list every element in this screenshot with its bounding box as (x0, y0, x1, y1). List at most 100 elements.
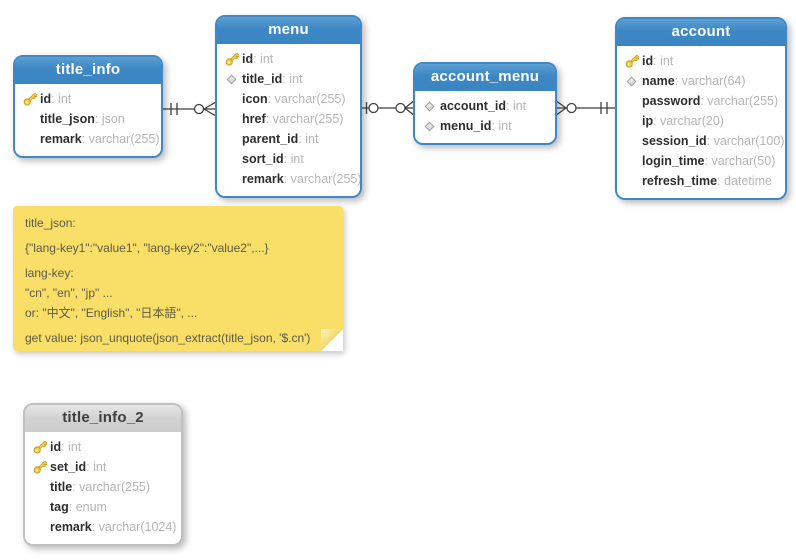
note-line: lang-key: (25, 266, 74, 280)
field-type: : int (653, 54, 674, 68)
field-type: : varchar(1024) (91, 520, 177, 534)
field-type: : varchar(255) (81, 132, 160, 146)
field-row-href[interactable]: href: varchar(255) (224, 109, 352, 129)
table-account_menu-header[interactable]: account_menu (415, 64, 555, 91)
field-name: remark (242, 172, 284, 186)
field-row-name[interactable]: name: varchar(64) (624, 71, 777, 91)
field-row-parent_id[interactable]: parent_id: int (224, 129, 352, 149)
field-row-set_id[interactable]: set_id: int (32, 457, 173, 477)
field-icon-spacer (224, 152, 239, 166)
field-name: ip (642, 114, 654, 128)
field-type: : varchar(255) (265, 112, 344, 126)
field-name: password (642, 94, 701, 108)
field-row-ip[interactable]: ip: varchar(20) (624, 111, 777, 131)
field-type: : int (86, 460, 107, 474)
field-name: icon (242, 92, 268, 106)
field-row-remark[interactable]: remark: varchar(1024) (32, 517, 176, 537)
field-name: session_id (642, 134, 707, 148)
field-type: : int (506, 99, 527, 113)
field-icon-spacer (624, 174, 639, 188)
primary-key-icon (32, 440, 47, 454)
field-name: remark (50, 520, 92, 534)
field-row-account_id[interactable]: account_id: int (422, 96, 547, 116)
field-row-title[interactable]: title: varchar(255) (32, 477, 173, 497)
field-row-tag[interactable]: tag: enum (32, 497, 173, 517)
field-type: : int (282, 72, 303, 86)
field-type: : int (298, 132, 319, 146)
field-row-remark[interactable]: remark: varchar(255) (224, 169, 360, 189)
field-icon-spacer (224, 112, 239, 126)
field-row-icon[interactable]: icon: varchar(255) (224, 89, 352, 109)
primary-key-icon (624, 54, 639, 68)
field-type: : json (94, 112, 125, 126)
primary-key-icon (32, 460, 47, 474)
relationship-menu-account_menu[interactable] (362, 96, 413, 120)
field-row-sort_id[interactable]: sort_id: int (224, 149, 352, 169)
field-type: : varchar(50) (704, 154, 776, 168)
field-name: set_id (50, 460, 87, 474)
field-type: : varchar(255) (283, 172, 362, 186)
field-row-refresh_time[interactable]: refresh_time: datetime (624, 171, 777, 191)
field-row-remark[interactable]: remark: varchar(255) (22, 129, 160, 149)
table-account-header[interactable]: account (617, 19, 785, 46)
note-line: get value: json_unquote(json_extract(tit… (25, 331, 311, 345)
field-type: : int (283, 152, 304, 166)
field-type: : int (491, 119, 512, 133)
field-row-password[interactable]: password: varchar(255) (624, 91, 778, 111)
field-icon-spacer (224, 92, 239, 106)
field-row-title_id[interactable]: title_id: int (224, 69, 352, 89)
table-menu-header[interactable]: menu (217, 17, 360, 44)
field-name: account_id (440, 99, 506, 113)
field-row-title_json[interactable]: title_json: json (22, 109, 153, 129)
primary-key-icon (224, 52, 239, 66)
field-row-id[interactable]: id: int (624, 51, 777, 71)
field-name: sort_id (242, 152, 284, 166)
field-name: refresh_time (642, 174, 718, 188)
note-line: title_json: (25, 216, 76, 230)
field-row-id[interactable]: id: int (22, 89, 153, 109)
table-title_info_2-header[interactable]: title_info_2 (25, 405, 181, 432)
field-row-id[interactable]: id: int (224, 49, 352, 69)
field-type: : int (253, 52, 274, 66)
field-name: menu_id (440, 119, 492, 133)
field-icon-spacer (22, 132, 37, 146)
relationship-title_info-menu[interactable] (163, 97, 215, 121)
field-type: : varchar(20) (653, 114, 724, 128)
relationship-account_menu-account[interactable] (557, 96, 615, 120)
field-name: id (242, 52, 254, 66)
field-type: : datetime (717, 174, 772, 188)
field-row-menu_id[interactable]: menu_id: int (422, 116, 547, 136)
field-icon-spacer (224, 132, 239, 146)
field-name: title (50, 480, 73, 494)
field-name: href (242, 112, 266, 126)
note-line: or: "中文", "English", "日本語", ... (25, 306, 198, 320)
field-name: remark (40, 132, 82, 146)
field-icon-spacer (32, 480, 47, 494)
field-icon-spacer (32, 520, 47, 534)
field-row-login_time[interactable]: login_time: varchar(50) (624, 151, 777, 171)
foreign-key-icon (422, 119, 437, 133)
field-icon-spacer (624, 134, 639, 148)
field-row-session_id[interactable]: session_id: varchar(100) (624, 131, 784, 151)
field-icon-spacer (624, 154, 639, 168)
sticky-note-text: title_json:{"lang-key1":"value1", "lang-… (25, 213, 331, 348)
field-row-id[interactable]: id: int (32, 437, 173, 457)
field-name: id (642, 54, 654, 68)
field-name: tag (50, 500, 69, 514)
field-type: : varchar(64) (674, 74, 746, 88)
field-name: login_time (642, 154, 705, 168)
field-type: : varchar(100) (706, 134, 785, 148)
table-title_info-header[interactable]: title_info (15, 57, 161, 84)
field-icon-spacer (224, 172, 239, 186)
sticky-note[interactable]: title_json:{"lang-key1":"value1", "lang-… (13, 206, 343, 351)
note-line: "cn", "en", "jp" ... (25, 286, 113, 300)
